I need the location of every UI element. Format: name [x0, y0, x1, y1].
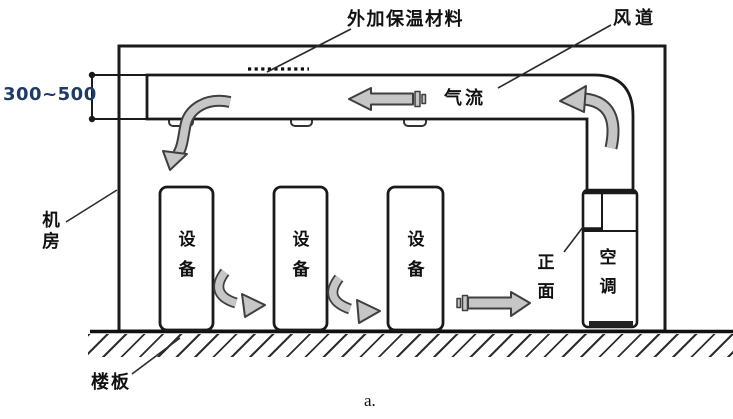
equipment-cabinet-1 [158, 185, 215, 332]
air-duct-outline [145, 73, 635, 191]
room-label: 机房 [42, 211, 60, 252]
front-leader-line [563, 226, 584, 253]
figure-caption: a. [364, 391, 376, 410]
outlet-down-arrow-icon [162, 94, 232, 171]
insulation-label: 外加保温材料 [347, 9, 464, 30]
airflow-arrow-left-icon [348, 87, 427, 111]
corner-curved-arrow-icon [559, 85, 620, 150]
room-leader-line [65, 189, 118, 223]
dimension-dot-bottom [88, 115, 96, 123]
ac-base [589, 321, 633, 327]
airflow-arrow-right-icon [456, 291, 531, 317]
dimension-bracket [88, 71, 148, 123]
circulation-arrow-2-icon [327, 274, 381, 324]
dimension-label: 300~500 [3, 84, 97, 105]
duct-leader-line [497, 24, 612, 89]
duct-label: 风道 [613, 8, 657, 29]
floor-hatching [88, 334, 733, 357]
air-conditioner-unit [581, 188, 639, 329]
dimension-dot-top [88, 71, 96, 79]
circulation-arrow-1-icon [213, 268, 266, 318]
equipment-label-3: 设备 [407, 230, 425, 280]
equipment-label-1: 设备 [178, 230, 196, 280]
insulation-leader-line [266, 28, 352, 73]
equipment-label-2: 设备 [292, 230, 310, 280]
equipment-cabinet-2 [272, 185, 329, 332]
ac-label: 空调 [599, 248, 617, 297]
airflow-label: 气流 [444, 88, 486, 109]
equipment-cabinet-3 [386, 185, 445, 332]
front-face-label: 正面 [537, 253, 555, 302]
floor-label: 楼板 [91, 372, 131, 393]
